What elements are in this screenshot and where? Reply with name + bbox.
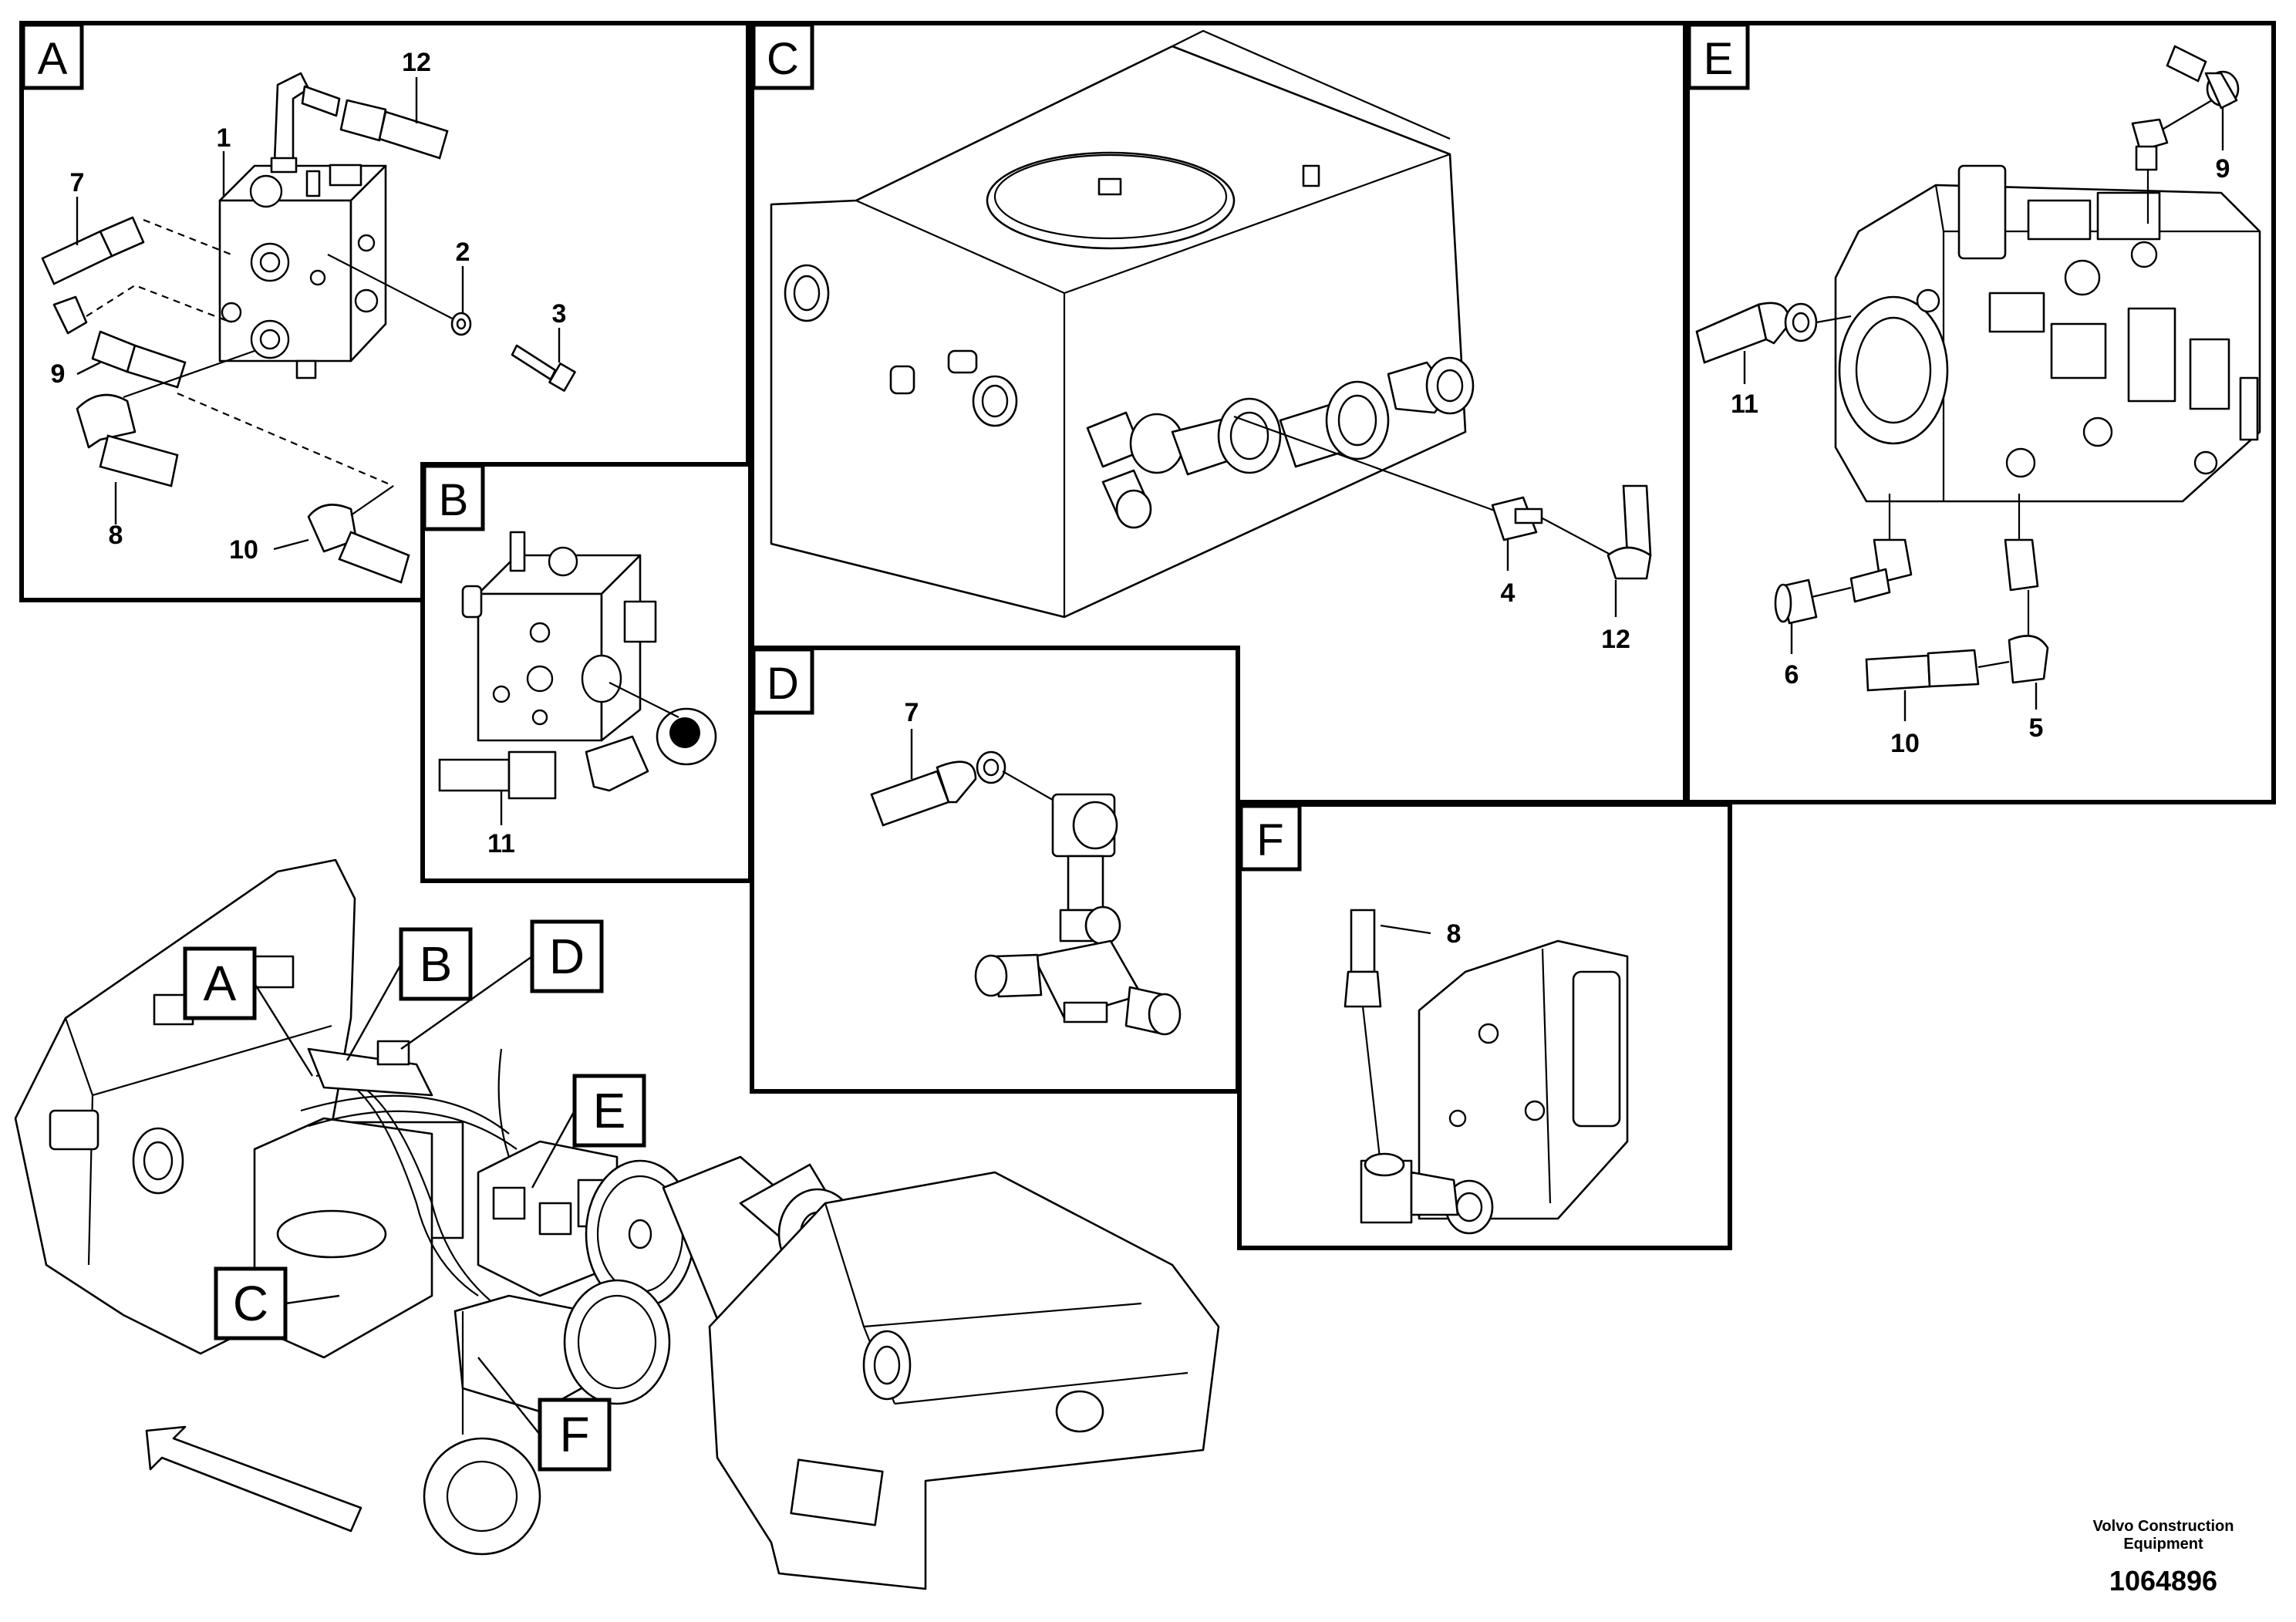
callout-10-e: 10 (1890, 729, 1920, 758)
callout-12-a: 12 (402, 48, 431, 77)
overview-callout-c (214, 1266, 288, 1340)
callout-2: 2 (456, 238, 470, 267)
washer-2 (450, 312, 472, 336)
hose-7 (41, 216, 145, 285)
hose-12-c (1607, 484, 1652, 580)
overview-callout-d-label: D (549, 929, 585, 984)
callout-12-c: 12 (1601, 625, 1630, 654)
panel-d-label: D (767, 659, 799, 709)
panel-b-tag (422, 464, 485, 531)
panel-f: F 8 (1237, 802, 1732, 1250)
elbow-fitting-12 (270, 72, 341, 174)
overview-callout-f-label: F (559, 1407, 589, 1462)
tank-fittings (1086, 356, 1475, 529)
panel-a-tag (21, 22, 84, 90)
tee-fitting-4 (1491, 496, 1543, 541)
hose-7-d (870, 750, 1057, 827)
overview-callout-b (399, 927, 473, 1001)
panel-b: B 11 (420, 462, 753, 883)
valve-block-b (461, 531, 657, 742)
cap-6 (1774, 578, 1818, 625)
tee-fitting-e-top (2131, 118, 2169, 171)
panel-d: D 7 (750, 646, 1240, 1094)
callout-5: 5 (2029, 713, 2044, 743)
hose-10-e (1865, 649, 2010, 692)
callout-1: 1 (217, 123, 231, 153)
hydraulic-tank (770, 29, 1467, 619)
panel-b-label: B (439, 475, 469, 525)
panel-e-label: E (1704, 34, 1734, 84)
overview-callout-c-label: C (233, 1276, 268, 1331)
callout-10-a: 10 (229, 535, 258, 565)
panel-e: E 9 (1685, 21, 2276, 804)
callout-8-f: 8 (1447, 919, 1462, 949)
callout-7-a: 7 (70, 168, 85, 197)
callout-4: 4 (1501, 578, 1515, 608)
hose-12 (339, 99, 449, 160)
panel-a: A 12 (19, 21, 750, 602)
callout-3: 3 (552, 299, 567, 329)
callout-9-a: 9 (51, 359, 66, 389)
panel-f-tag (1239, 804, 1302, 872)
overview-callout-a-label: A (204, 956, 237, 1011)
hose-9 (52, 295, 187, 389)
callout-9-e: 9 (2216, 154, 2230, 184)
hose-8 (76, 349, 255, 487)
hose-8-f (1344, 909, 1382, 1165)
screw-3 (511, 344, 576, 392)
overview-callout-b-label: B (420, 936, 453, 992)
elbow-5 (2008, 635, 2049, 684)
hose-10 (307, 485, 410, 584)
overview-callout-e (572, 1074, 646, 1148)
panel-e-tag (1687, 22, 1750, 90)
direction-arrow-icon (145, 1425, 362, 1533)
panel-d-tag (751, 647, 814, 715)
document-number: 1064896 (2109, 1565, 2217, 1597)
tee-fitting-e-bottom (1849, 538, 1913, 603)
callout-8-a: 8 (109, 521, 123, 550)
callout-7-d: 7 (905, 698, 919, 727)
panel-f-label: F (1256, 815, 1283, 865)
panel-c-label: C (767, 34, 799, 84)
solenoid-valve-d (974, 793, 1182, 1036)
adapter-e (2004, 538, 2039, 592)
callout-11-b: 11 (487, 829, 515, 858)
footer: Volvo Construction Equipment 1064896 (2093, 1518, 2234, 1597)
overview-callouts: A B D E C F (183, 919, 646, 1472)
hydraulic-pump (1834, 164, 2261, 503)
machine-overview (14, 858, 1220, 1590)
drive-motor-f (1360, 939, 1629, 1235)
valve-block-1 (218, 164, 387, 379)
hose-11-e (1695, 302, 1852, 364)
panel-a-label: A (38, 34, 68, 84)
panel-c-tag (751, 22, 814, 90)
overview-callout-f (538, 1398, 612, 1472)
callout-11-e: 11 (1731, 389, 1758, 419)
overview-callout-a (183, 946, 257, 1020)
panel-c: C (750, 21, 1687, 804)
overview-callout-d (530, 919, 604, 993)
hose-9-e (2166, 45, 2240, 110)
hose-11-b (438, 682, 717, 800)
overview-callout-e-label: E (593, 1083, 626, 1138)
brand-line-1: Volvo Construction (2093, 1518, 2234, 1535)
brand-line-2: Equipment (2123, 1536, 2203, 1553)
callout-6: 6 (1785, 660, 1799, 690)
